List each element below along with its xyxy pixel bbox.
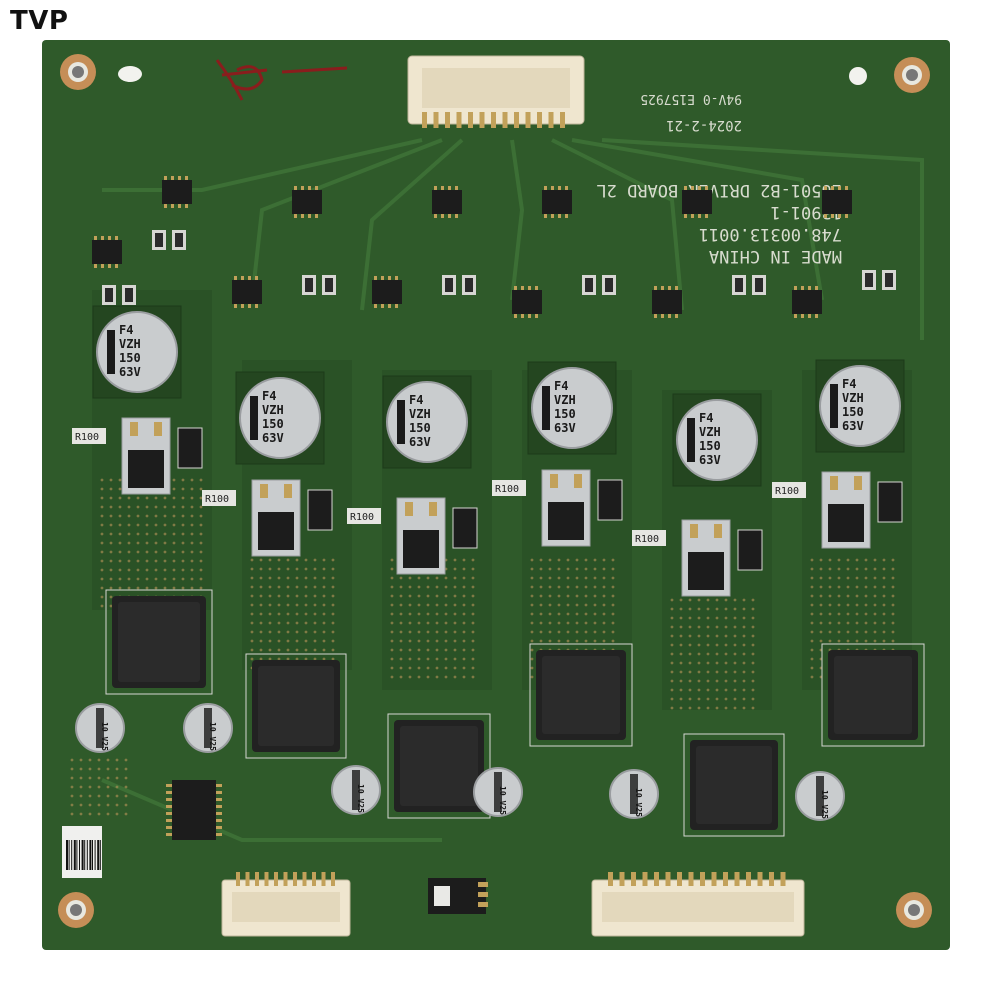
capacitor-marking: 63V xyxy=(699,453,721,467)
capacitor-marking: F4 xyxy=(119,323,133,337)
capacitor-marking: F4 xyxy=(554,379,568,393)
regulator xyxy=(428,878,488,914)
ic-chip xyxy=(292,190,322,214)
silkscreen-block: E6501-B2 DRIVER BOARD 2L 13901-1 748.003… xyxy=(596,180,842,266)
resistor-marking: R100 xyxy=(350,512,374,523)
capacitor-marking: VZH xyxy=(554,393,576,407)
resistor xyxy=(492,480,526,496)
small-capacitor-marking: 10 V25 xyxy=(498,786,507,815)
capacitor-marking: F4 xyxy=(699,411,713,425)
electrolytic-capacitor xyxy=(386,381,468,463)
capacitor-marking: 150 xyxy=(699,439,721,453)
capacitor-marking: VZH xyxy=(119,337,141,351)
silk-line-6: 2024-2-21 xyxy=(666,117,742,133)
ic-chip xyxy=(652,290,682,314)
ic-chip xyxy=(512,290,542,314)
traces xyxy=(101,138,924,842)
small-capacitor-marking: 10 V25 xyxy=(356,784,365,813)
small-capacitors: 10 V25 10 V25 10 V25 10 V25 10 V25 10 V25 xyxy=(75,703,845,821)
capacitor-marking: F4 xyxy=(409,393,423,407)
electrolytic-capacitors: F4VZH15063VF4VZH15063VF4VZH15063VF4VZH15… xyxy=(92,305,905,487)
small-capacitor-marking: 10 V25 xyxy=(820,790,829,819)
bottom-connector-right xyxy=(591,872,805,937)
small-capacitor-marking: 10 V25 xyxy=(208,722,217,751)
ic-chip xyxy=(542,190,572,214)
ic-chip xyxy=(792,290,822,314)
capacitor-marking: F4 xyxy=(262,389,276,403)
capacitor-marking: VZH xyxy=(842,391,864,405)
electrolytic-capacitor xyxy=(531,367,613,449)
capacitor-marking: 150 xyxy=(409,421,431,435)
capacitor-marking: VZH xyxy=(262,403,284,417)
capacitor-marking: 150 xyxy=(554,407,576,421)
pcb-illustration: E6501-B2 DRIVER BOARD 2L 13901-1 748.003… xyxy=(42,40,950,950)
driver-ic xyxy=(166,780,222,840)
capacitor-marking: 150 xyxy=(119,351,141,365)
resistor xyxy=(772,482,806,498)
resistor-marking: R100 xyxy=(635,534,659,545)
small-capacitor-marking: 10 V25 xyxy=(634,788,643,817)
electrolytic-capacitor xyxy=(676,399,758,481)
capacitor-marking: 63V xyxy=(262,431,284,445)
silk-line-3: 748.00313.0011 xyxy=(699,224,842,244)
resistor-marking: R100 xyxy=(205,494,229,505)
ic-chip xyxy=(92,240,122,264)
top-connector xyxy=(407,55,585,128)
brand-watermark: TVP xyxy=(10,6,69,36)
capacitor-marking: 63V xyxy=(554,421,576,435)
capacitor-marking: 63V xyxy=(119,365,141,379)
capacitor-marking: 63V xyxy=(842,419,864,433)
resistor-marking: R100 xyxy=(495,484,519,495)
capacitor-marking: 150 xyxy=(262,417,284,431)
resistor xyxy=(72,428,106,444)
silk-line-4: MADE IN CHINA xyxy=(709,246,842,266)
bottom-connector-left xyxy=(221,872,351,937)
ic-chip xyxy=(372,280,402,304)
capacitor-marking: 63V xyxy=(409,435,431,449)
electrolytic-capacitor xyxy=(239,377,321,459)
capacitor-marking: VZH xyxy=(409,407,431,421)
small-capacitor-marking: 10 V25 xyxy=(100,722,109,751)
marker-scribble xyxy=(215,59,348,101)
inductors xyxy=(105,589,925,837)
ic-chip xyxy=(432,190,462,214)
resistor-marking: R100 xyxy=(75,432,99,443)
small-parts xyxy=(92,176,896,318)
ic-chip xyxy=(232,280,262,304)
ic-chip xyxy=(682,190,712,214)
electrolytic-capacitor xyxy=(96,311,178,393)
capacitor-marking: VZH xyxy=(699,425,721,439)
silk-line-1: E6501-B2 DRIVER BOARD 2L xyxy=(596,180,842,200)
capacitor-marking: F4 xyxy=(842,377,856,391)
resistor xyxy=(347,508,381,524)
electrolytic-capacitor xyxy=(819,365,901,447)
barcode-label xyxy=(62,826,102,878)
resistor xyxy=(632,530,666,546)
resistor-marking: R100 xyxy=(775,486,799,497)
mounting-holes xyxy=(58,54,932,928)
ic-chip xyxy=(822,190,852,214)
resistor xyxy=(202,490,236,506)
pcb-board: E6501-B2 DRIVER BOARD 2L 13901-1 748.003… xyxy=(42,40,950,950)
capacitor-marking: 150 xyxy=(842,405,864,419)
ic-chip xyxy=(162,180,192,204)
silk-line-5: 94V-0 E157925 xyxy=(640,91,742,106)
